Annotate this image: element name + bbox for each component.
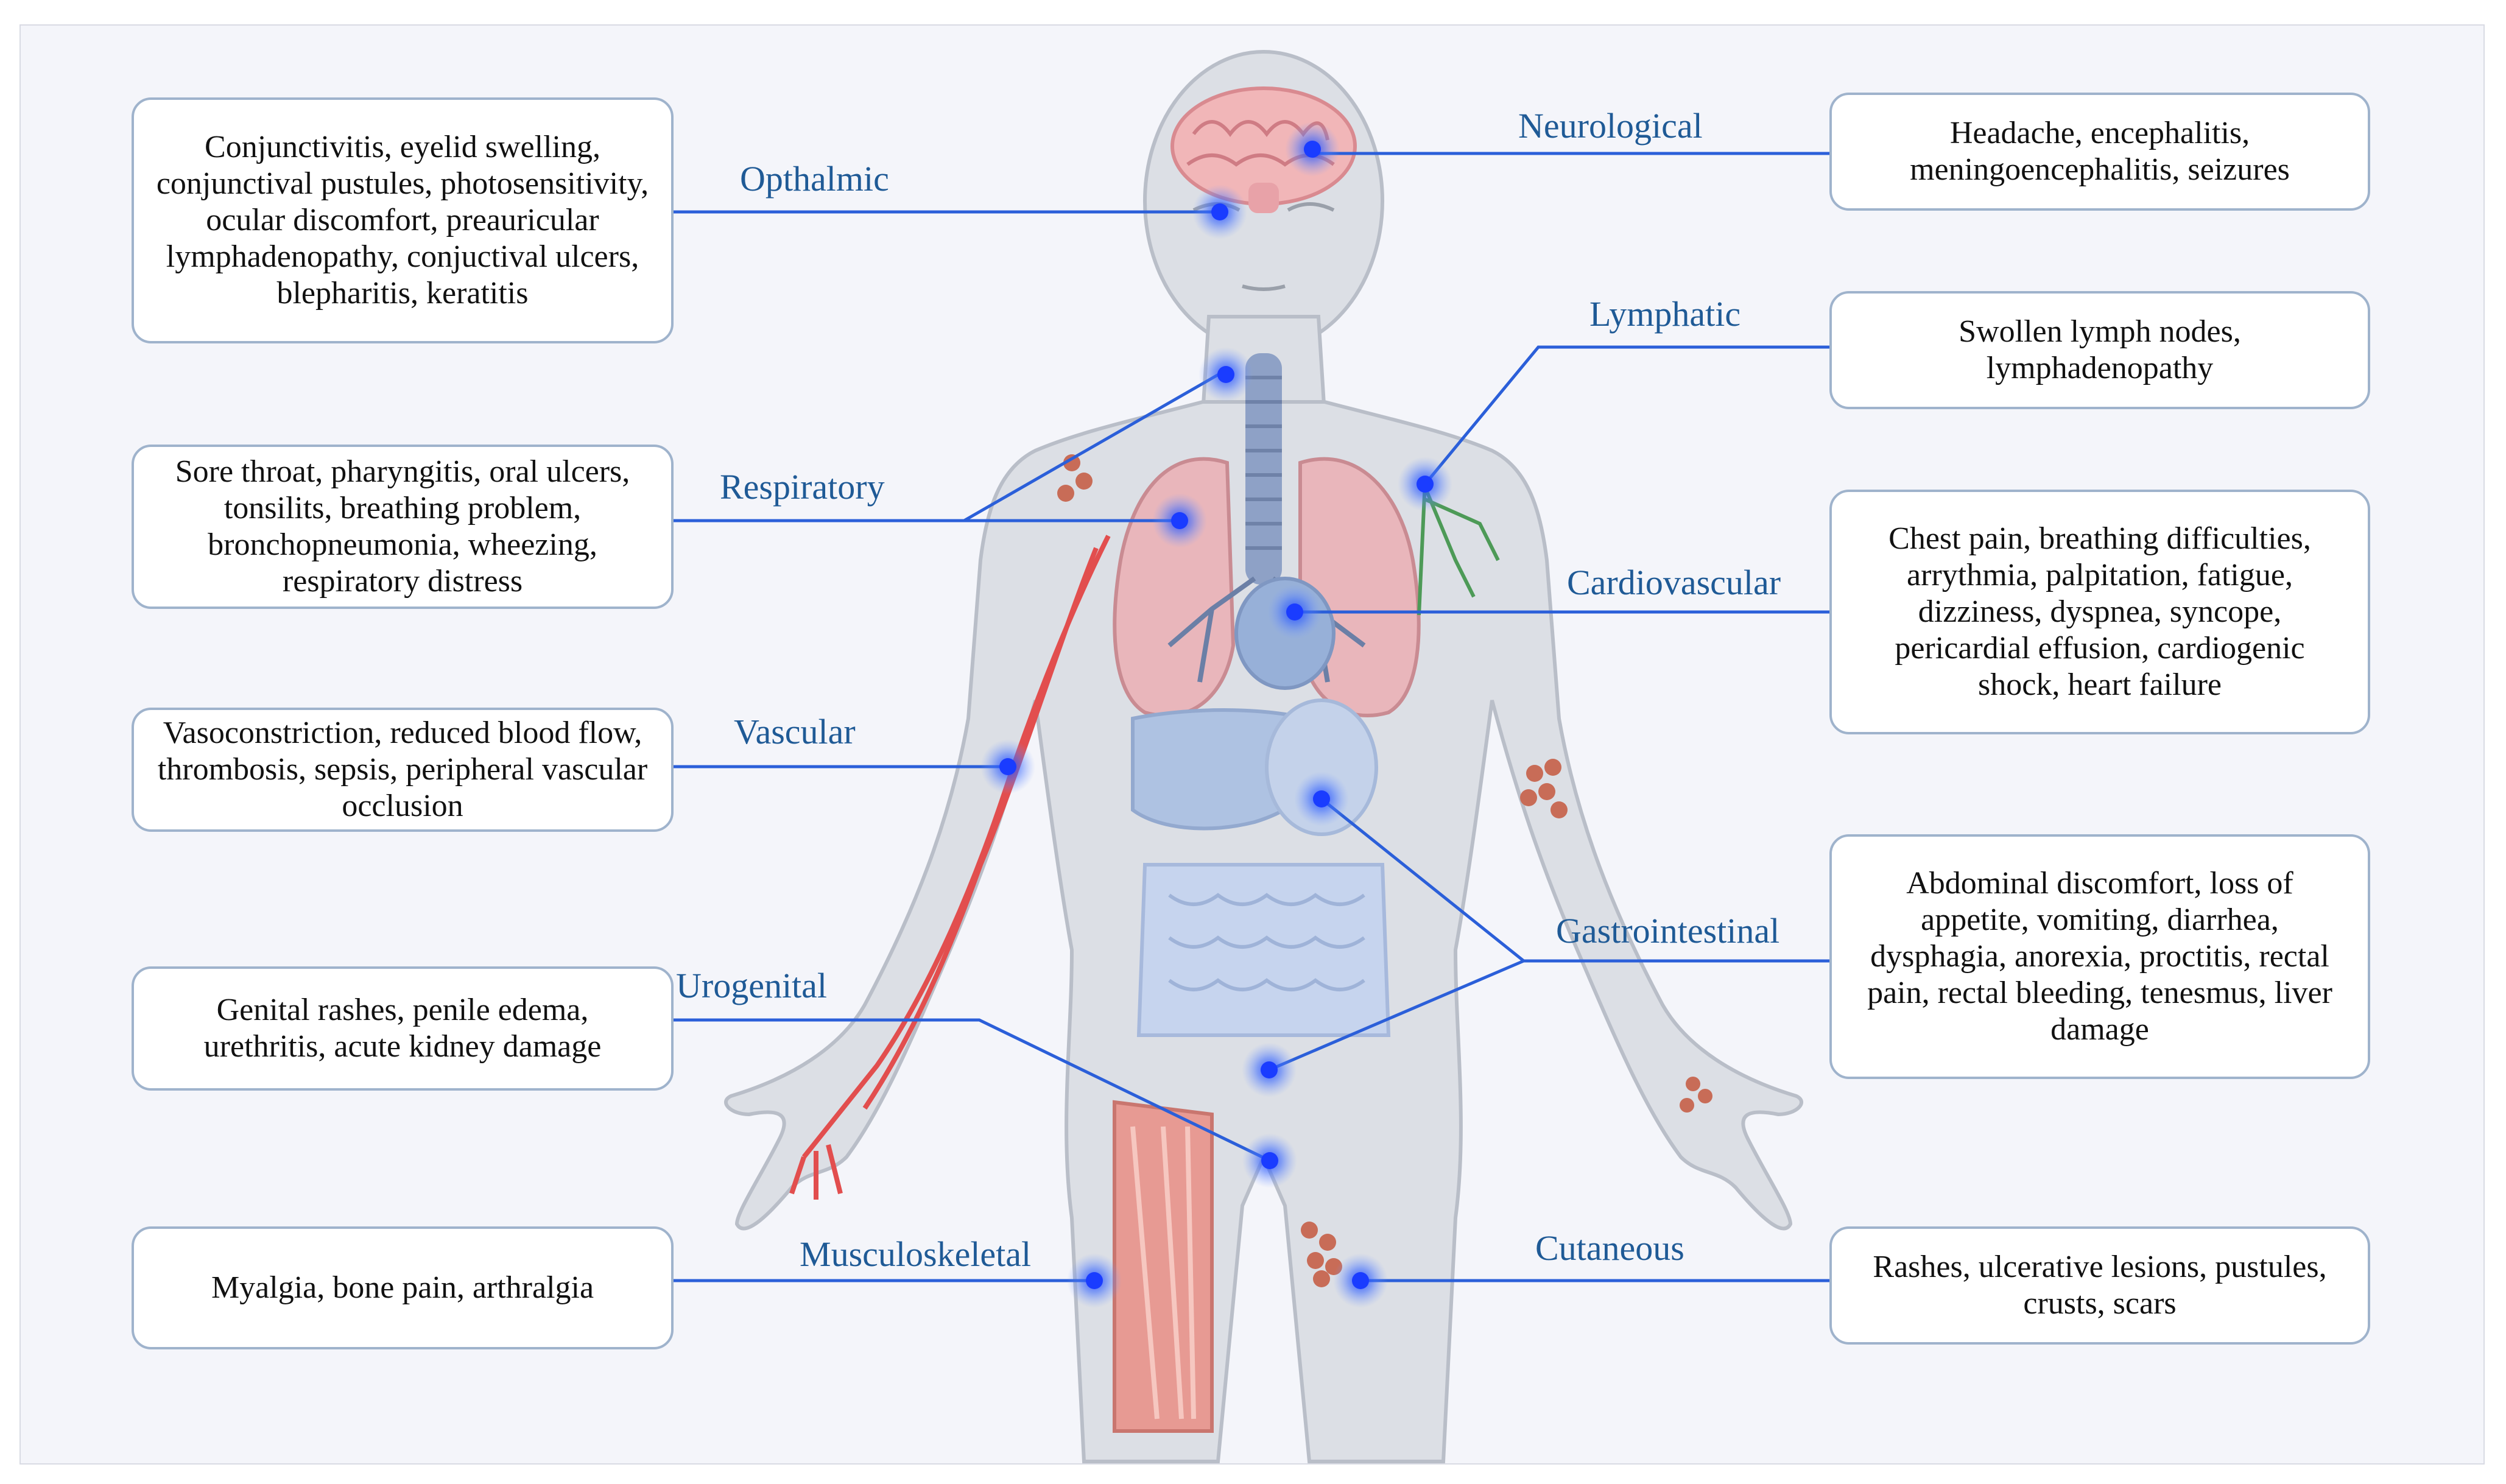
bronchi [1167,576,1366,683]
cardiovascular-symptoms-text: Chest pain, breathing difficulties, arry… [1888,521,2311,702]
vascular-symptoms-text: Vasoconstriction, reduced blood flow, th… [157,716,648,823]
intestines [1136,863,1391,1037]
marker-urogenital [1242,1133,1297,1188]
marker-lung [1152,493,1207,548]
cardiovascular-symptoms-box: Chest pain, breathing difficulties, arry… [1829,490,2370,734]
marker-intestine [1242,1043,1297,1097]
lymphatic-symptoms-text: Swollen lymph nodes, lymphadenopathy [1959,314,2241,385]
cardiovascular-label: Cardiovascular [1567,563,1781,602]
marker-lymphatic [1398,457,1452,512]
vascular-symptoms-box: Vasoconstriction, reduced blood flow, th… [132,708,674,832]
ophthalmic-symptoms-text: Conjunctivitis, eyelid swelling, conjunc… [156,130,649,311]
marker-neurological [1285,122,1340,177]
gastrointestinal-symptoms-text: Abdominal discomfort, loss of appetite, … [1867,866,2332,1047]
markers [980,122,1452,1308]
marker-throat [1198,347,1253,402]
marker-cutaneous [1333,1253,1388,1308]
arm-blood-vessels [789,535,1111,1200]
connector-urogenital [674,1018,1271,1162]
thigh-muscle [1113,1100,1214,1433]
musculoskeletal-symptoms-box: Myalgia, bone pain, arthralgia [132,1226,674,1349]
lymphatic-label: Lymphatic [1589,294,1741,334]
marker-ophthalmic [1192,185,1247,239]
ophthalmic-symptoms-box: Conjunctivitis, eyelid swelling, conjunc… [132,97,674,343]
lymphatic-symptoms-box: Swollen lymph nodes, lymphadenopathy [1829,291,2370,409]
urogenital-symptoms-text: Genital rashes, penile edema, urethritis… [203,993,602,1064]
cutaneous-label: Cutaneous [1535,1228,1684,1268]
respiratory-symptoms-box: Sore throat, pharyngitis, oral ulcers, t… [132,445,674,609]
neurological-symptoms-box: Headache, encephalitis, meningoencephali… [1829,93,2370,211]
connector-lines [674,152,1829,1282]
gastrointestinal-symptoms-box: Abdominal discomfort, loss of appetite, … [1829,834,2370,1079]
ophthalmic-label: Opthalmic [740,159,889,199]
respiratory-symptoms-text: Sore throat, pharyngitis, oral ulcers, t… [175,454,630,599]
skin-lesions [1057,454,1712,1287]
musculoskeletal-symptoms-text: Myalgia, bone pain, arthralgia [211,1270,594,1305]
vascular-label: Vascular [734,712,856,751]
connector-lymphatic [1424,345,1829,485]
neurological-symptoms-text: Headache, encephalitis, meningoencephali… [1910,116,2290,187]
urogenital-label: Urogenital [676,966,828,1005]
urogenital-symptoms-box: Genital rashes, penile edema, urethritis… [132,966,674,1091]
cutaneous-symptoms-box: Rashes, ulcerative lesions, pustules, cr… [1829,1226,2370,1345]
connector-gastrointestinal [1269,798,1829,1072]
cutaneous-symptoms-text: Rashes, ulcerative lesions, pustules, cr… [1873,1250,2327,1321]
marker-vascular [980,739,1035,794]
liver [1131,698,1378,836]
marker-musculoskeletal [1067,1253,1122,1308]
gastrointestinal-label: Gastrointestinal [1556,911,1780,951]
marker-liver [1294,772,1349,826]
connector-respiratory [674,368,1227,522]
trachea [1245,353,1282,585]
musculoskeletal-label: Musculoskeletal [800,1234,1032,1274]
neurological-label: Neurological [1518,106,1703,146]
respiratory-label: Respiratory [720,467,885,507]
marker-cardiovascular [1267,585,1322,639]
